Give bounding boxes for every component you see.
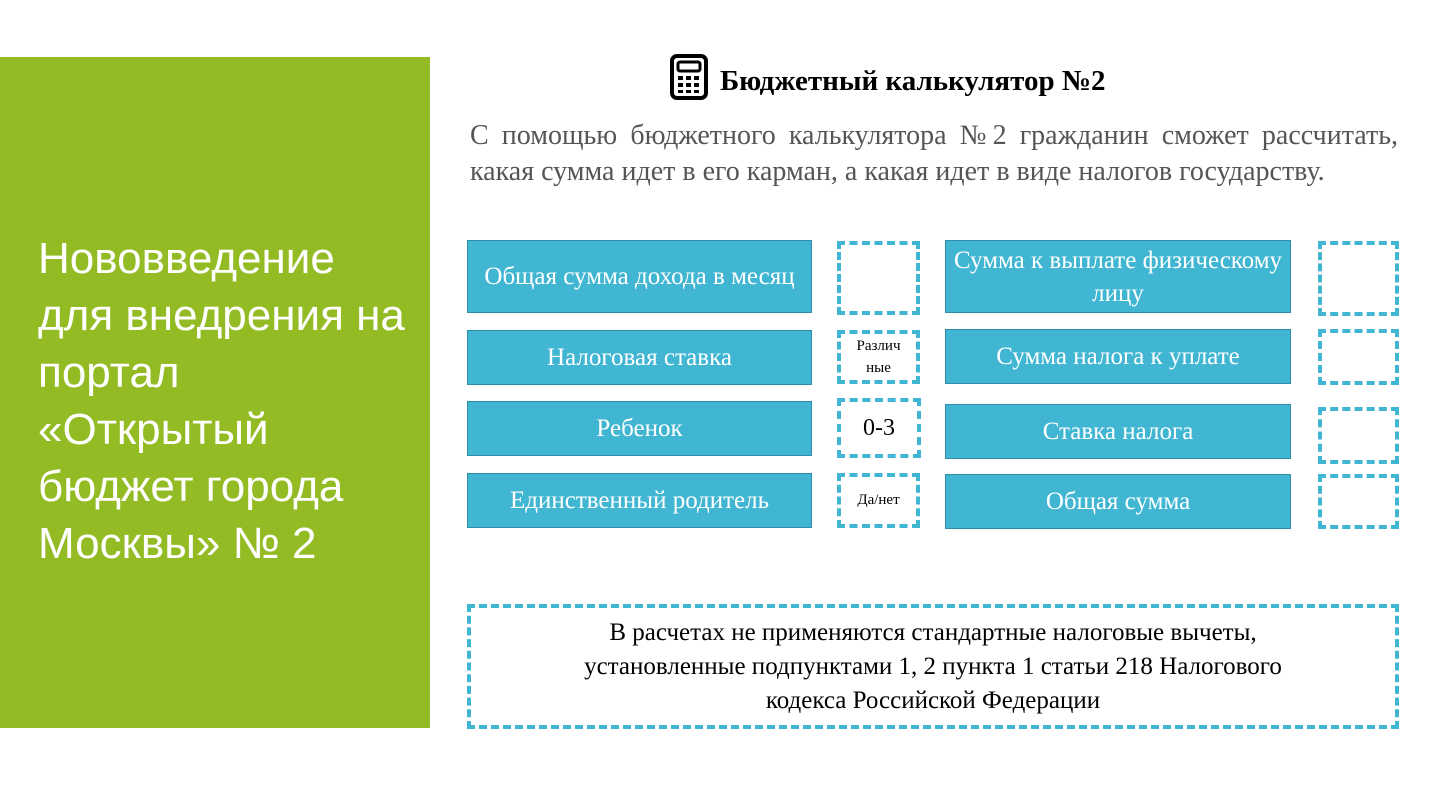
- calculator-icon: [670, 54, 708, 108]
- input-label-tax-rate: Налоговая ставка: [467, 330, 812, 385]
- description: С помощью бюджетного калькулятора №2 гра…: [470, 120, 1398, 187]
- output-field-tax-rate: [1318, 407, 1399, 464]
- input-field-single-parent[interactable]: Да/нет: [837, 473, 920, 528]
- input-field-income[interactable]: [837, 241, 920, 315]
- output-label-total: Общая сумма: [945, 474, 1291, 529]
- output-label-tax-amount: Сумма налога к уплате: [945, 329, 1291, 384]
- output-label-tax-rate: Ставка налога: [945, 404, 1291, 459]
- left-panel: [0, 57, 430, 728]
- output-field-payout: [1318, 241, 1399, 316]
- calculator-title: Бюджетный калькулятор №2: [720, 64, 1106, 97]
- input-label-income: Общая сумма дохода в месяц: [467, 240, 812, 313]
- input-label-single-parent: Единственный родитель: [467, 473, 812, 528]
- output-field-total: [1318, 474, 1399, 529]
- slide-title: Нововведение для внедрения на портал «От…: [38, 234, 405, 568]
- output-field-tax-amount: [1318, 329, 1399, 385]
- input-field-tax-rate[interactable]: Различ ные: [837, 330, 920, 384]
- input-field-child[interactable]: 0-3: [837, 398, 921, 458]
- calculator-header: Бюджетный калькулятор №2: [670, 54, 1106, 108]
- note-box: В расчетах не применяются стандартные на…: [467, 604, 1399, 729]
- output-label-payout: Сумма к выплате физическому лицу: [945, 240, 1291, 313]
- input-label-child: Ребенок: [467, 401, 812, 456]
- note-text: В расчетах не применяются стандартные на…: [584, 618, 1282, 714]
